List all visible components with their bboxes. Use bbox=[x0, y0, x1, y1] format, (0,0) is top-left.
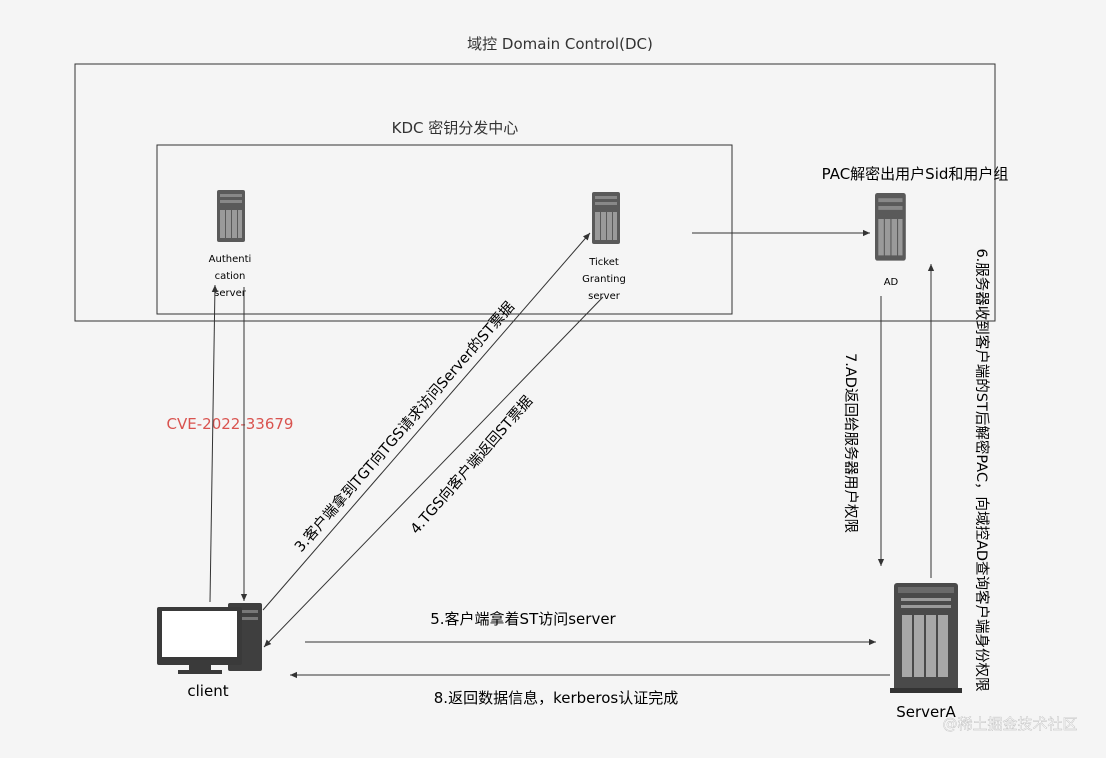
watermark: @稀土掘金技术社区 bbox=[942, 715, 1077, 733]
kdc-box bbox=[156, 144, 733, 315]
step-8-label: 8.返回数据信息，kerberos认证完成 bbox=[434, 689, 678, 707]
kdc-title: KDC 密钥分发中心 bbox=[392, 119, 519, 137]
step-7-label: 7.AD返回给服务器用户权限 bbox=[842, 353, 859, 533]
ad-note: PAC解密出用户Sid和用户组 bbox=[822, 165, 1009, 183]
authentication-server-label-1: Authenti bbox=[209, 254, 252, 265]
tower-server-icon bbox=[875, 193, 906, 261]
desktop-computer-icon bbox=[157, 603, 262, 674]
authentication-server: Authenti cation server bbox=[209, 190, 252, 299]
tower-server-icon bbox=[217, 190, 245, 242]
ticket-granting-server-label-1: Ticket bbox=[588, 257, 619, 268]
authentication-server-label-2: cation bbox=[215, 271, 246, 282]
step-5-label: 5.客户端拿着ST访问server bbox=[430, 610, 616, 628]
cve-annotation: CVE-2022-33679 bbox=[167, 415, 294, 433]
server-a-label: ServerA bbox=[896, 703, 956, 721]
ticket-granting-server: Ticket Granting server bbox=[582, 192, 626, 302]
authentication-server-label-3: server bbox=[214, 288, 247, 299]
rack-server-icon bbox=[890, 583, 962, 693]
ad-server: PAC解密出用户Sid和用户组 AD bbox=[822, 165, 1009, 288]
domain-control-box bbox=[74, 63, 996, 322]
arrow-client-to-as bbox=[209, 284, 219, 603]
ticket-granting-server-label-2: Granting bbox=[582, 274, 626, 285]
step-3-label: 3.客户端拿到TGT向TGS请求访问Server的ST票据 bbox=[291, 298, 518, 556]
client-computer: client bbox=[157, 603, 262, 700]
arrow-client-to-tgs bbox=[262, 232, 591, 611]
arrow-tgs-to-client bbox=[263, 296, 604, 648]
server-a: ServerA bbox=[890, 583, 962, 721]
ad-label: AD bbox=[884, 277, 899, 288]
ticket-granting-server-label-3: server bbox=[588, 291, 621, 302]
client-label: client bbox=[187, 682, 228, 700]
step-6-label: 6.服务器收到客户端的ST后解密PAC，向域控AD查询客户端身份权限 bbox=[973, 248, 990, 691]
domain-control-title: 域控 Domain Control(DC) bbox=[467, 35, 653, 53]
tower-server-icon bbox=[592, 192, 620, 244]
